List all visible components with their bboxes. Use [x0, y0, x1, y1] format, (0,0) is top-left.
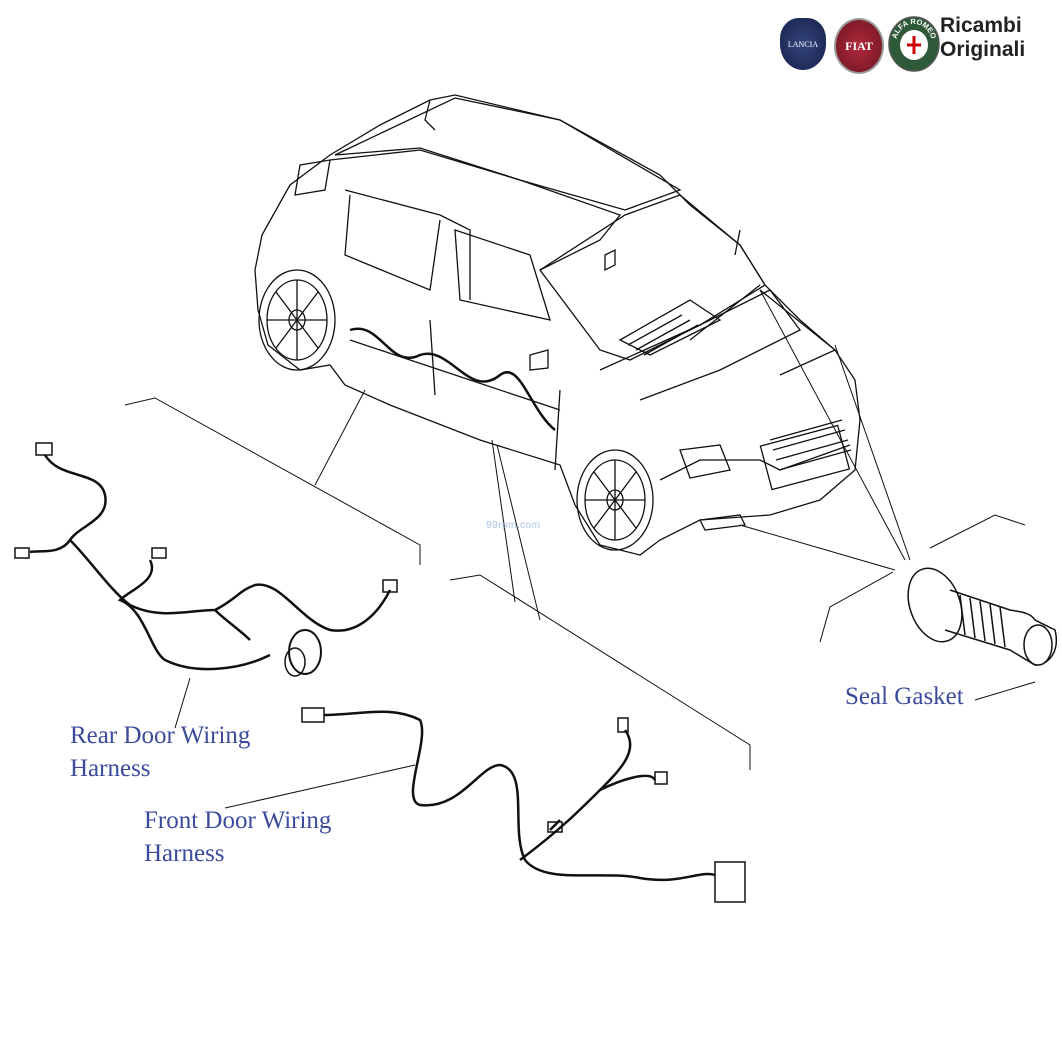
alfa-cross-icon: [907, 36, 921, 54]
car-illustration: [254, 94, 861, 556]
brand-line-1: Ricambi: [940, 14, 1022, 37]
lancia-logo: LANCIA: [780, 18, 826, 70]
rear-door-harness: [14, 442, 398, 677]
front-door-label-line-2: Harness: [144, 840, 225, 867]
front-door-harness-label: Front Door Wiring Harness: [144, 804, 331, 870]
front-door-harness: [301, 707, 746, 903]
fiat-logo-text: FIAT: [845, 38, 873, 53]
front-wheel: [576, 449, 654, 551]
seal-gasket-part: [907, 567, 1057, 666]
alfa-romeo-logo: ALFA ROMEO: [888, 16, 940, 72]
watermark: 99rpm.com: [486, 520, 541, 531]
brand-text: Ricambi Originali: [940, 14, 1025, 62]
seal-gasket-label: Seal Gasket: [845, 683, 964, 710]
lancia-logo-text: LANCIA: [787, 39, 819, 49]
rear-door-harness-label: Rear Door Wiring Harness: [70, 719, 250, 785]
front-door-label-line-1: Front Door Wiring: [144, 807, 332, 834]
rear-wheel: [258, 269, 336, 371]
brand-line-2: Originali: [940, 38, 1026, 61]
fiat-logo: FIAT: [834, 18, 884, 74]
rear-door-label-line-1: Rear Door Wiring: [70, 722, 251, 749]
callout-lines: [124, 289, 1036, 809]
car-wiring: [349, 327, 556, 431]
rear-door-label-line-2: Harness: [70, 755, 151, 782]
